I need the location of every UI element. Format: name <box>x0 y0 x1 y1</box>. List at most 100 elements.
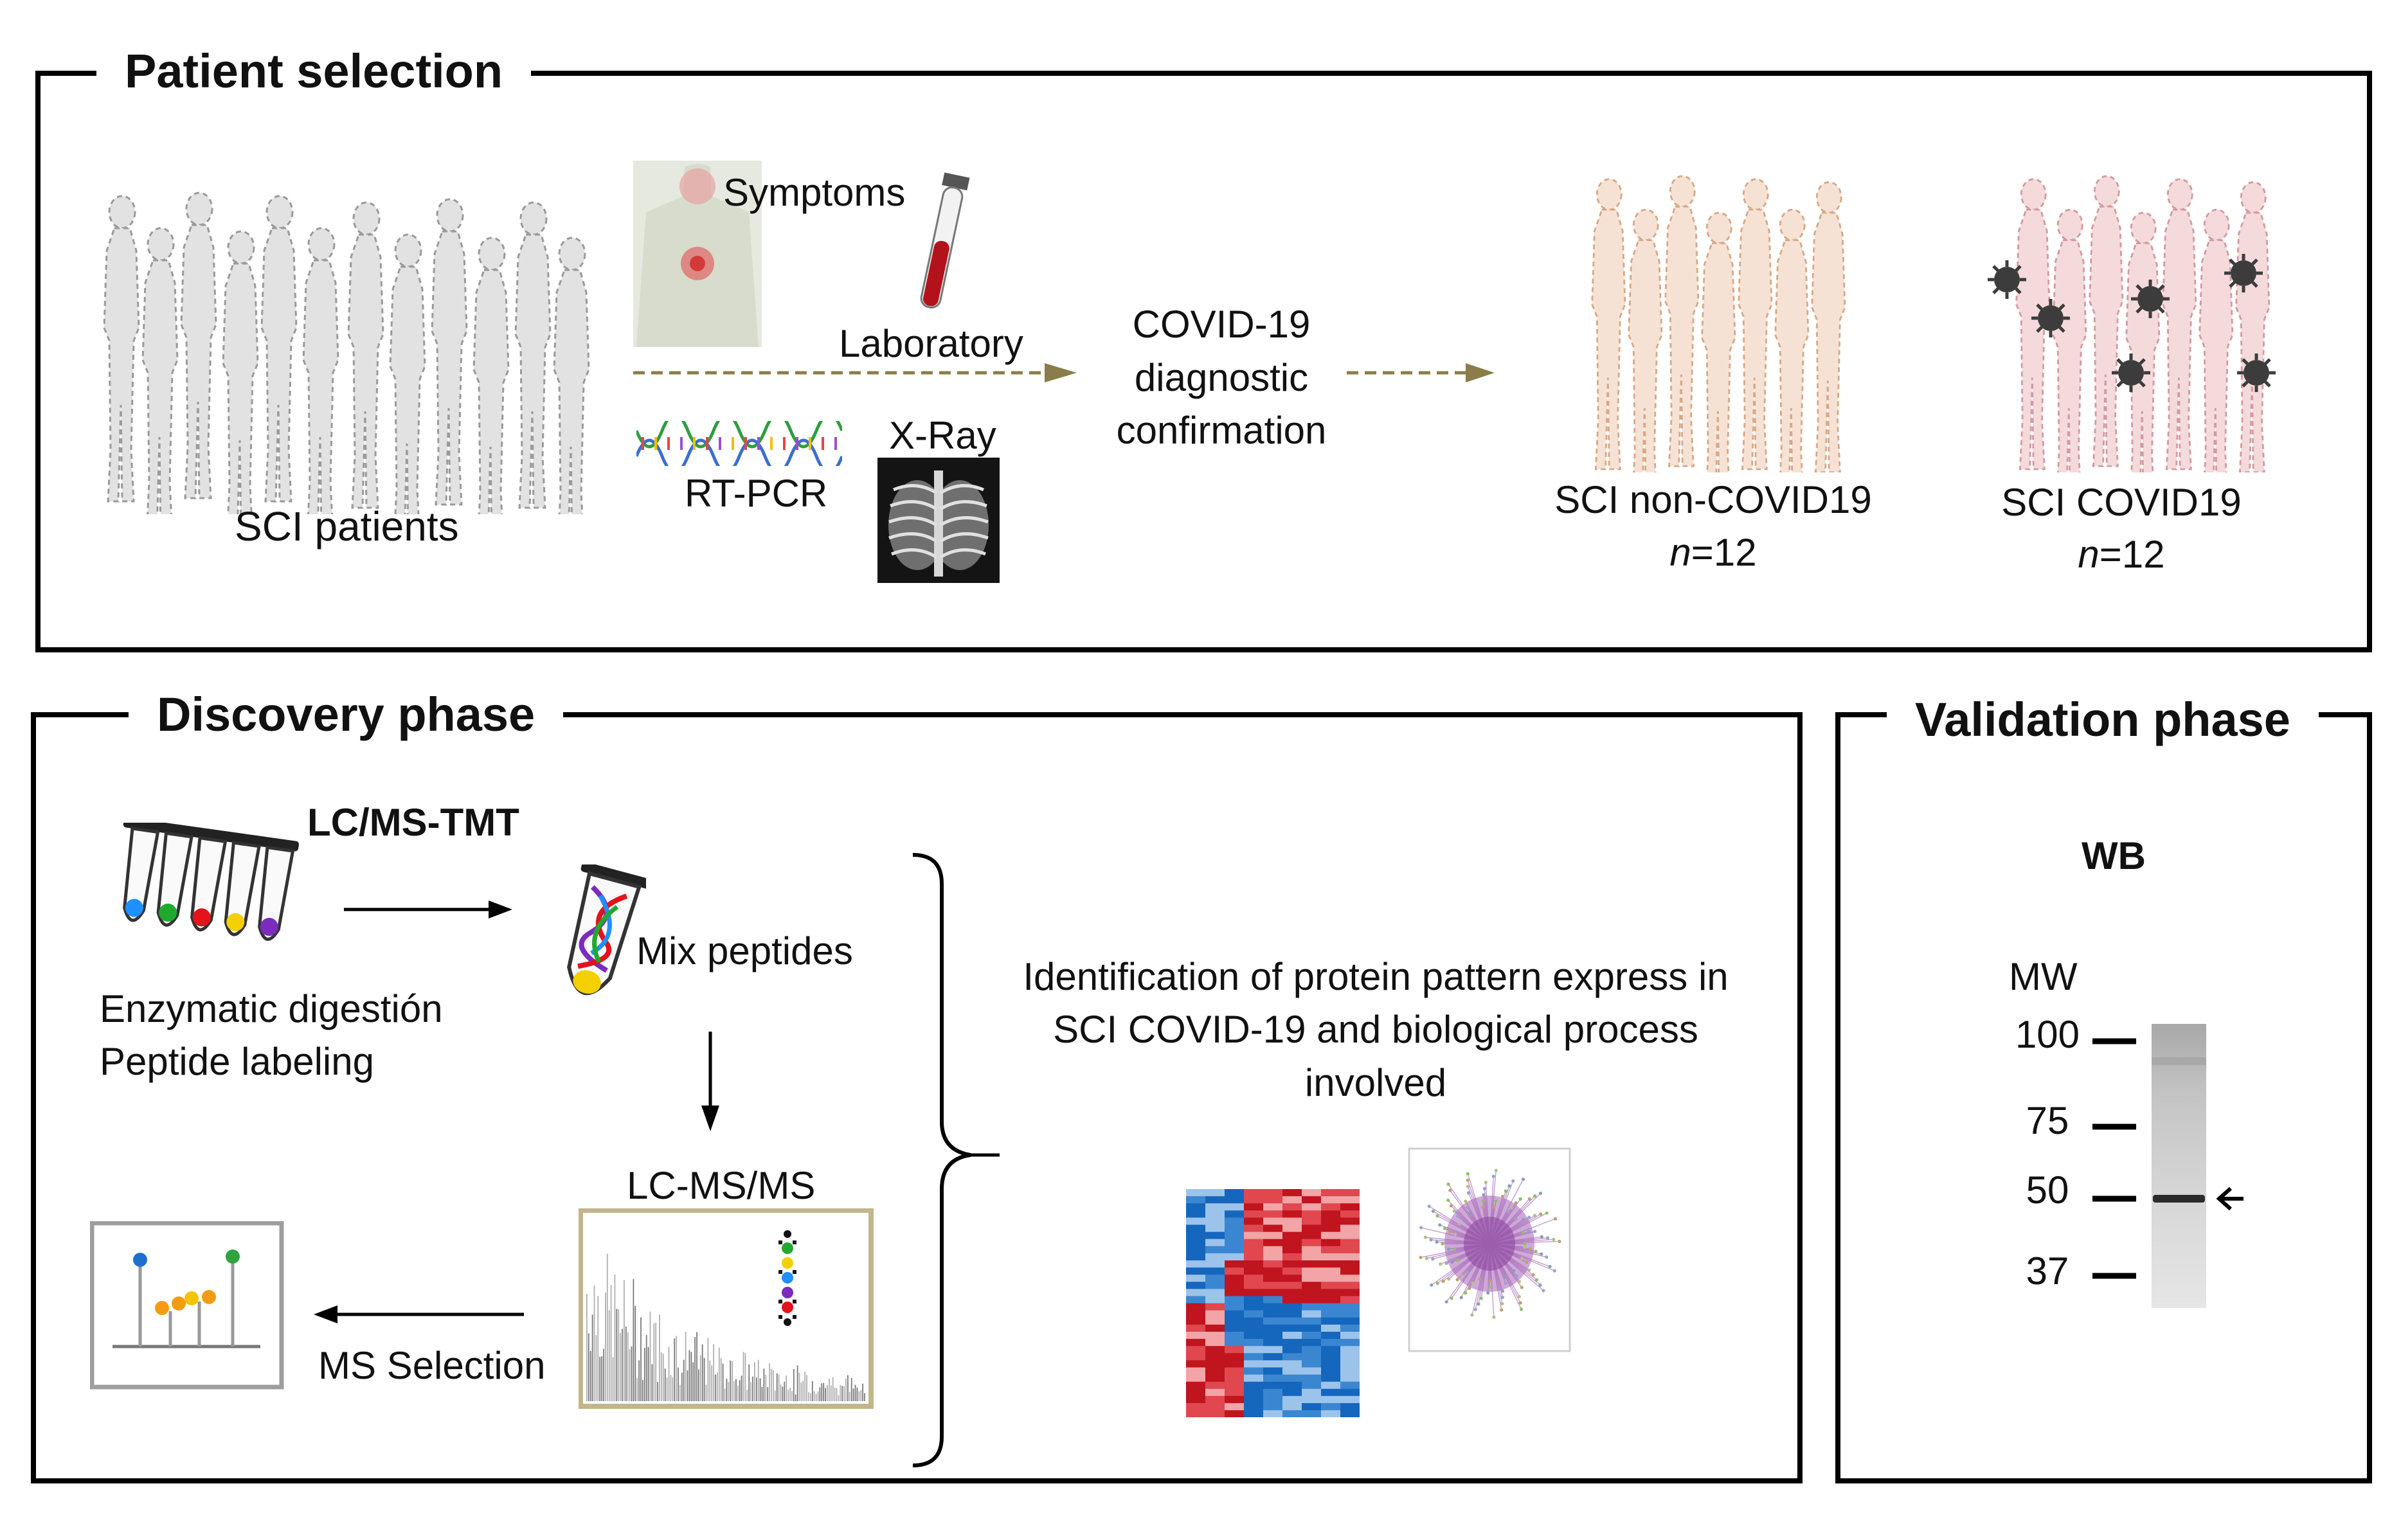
network-node <box>1431 1257 1435 1261</box>
spectrum-peak <box>603 1348 604 1401</box>
network-node <box>1545 1211 1549 1215</box>
heatmap-cell <box>1282 1275 1302 1282</box>
heatmap-cell <box>1263 1395 1282 1404</box>
identification-line-1: Identification of protein pattern expres… <box>1023 955 1729 998</box>
heatmap-cell <box>1244 1332 1263 1339</box>
summary-brace <box>912 853 1000 1467</box>
heatmap-cell <box>1321 1210 1340 1218</box>
heatmap-cell <box>1225 1210 1244 1218</box>
network-node <box>1500 1289 1504 1293</box>
heatmap-cell <box>1282 1239 1302 1247</box>
dashed-arrow-to-groups <box>1347 363 1495 382</box>
spectrum-peak <box>690 1352 692 1401</box>
spectrum-peak <box>597 1296 599 1401</box>
spectrum-peak <box>715 1374 716 1401</box>
network-node <box>1523 1242 1527 1246</box>
spectrum-peak <box>694 1337 696 1401</box>
spectrum-peak <box>683 1359 685 1401</box>
heatmap-cell <box>1321 1410 1340 1417</box>
spectrum-peak <box>670 1375 672 1401</box>
discovery-phase-title: Discovery phase <box>129 691 564 739</box>
network-node <box>1459 1296 1463 1300</box>
spectrum-peak <box>769 1363 770 1401</box>
spectrum-peak <box>679 1384 681 1401</box>
heatmap-cell <box>1225 1224 1244 1233</box>
laboratory-label: Laboratory <box>839 322 1023 365</box>
heatmap-cell <box>1340 1231 1360 1240</box>
spectrum-peak <box>741 1375 742 1401</box>
heatmap-cell <box>1302 1203 1321 1211</box>
heatmap-cell <box>1321 1388 1340 1397</box>
network-node <box>1465 1270 1469 1275</box>
network-node <box>1446 1247 1451 1251</box>
heatmap-cell <box>1225 1267 1244 1275</box>
heatmap-cell <box>1302 1296 1321 1304</box>
spectrum-peak <box>806 1375 807 1401</box>
heatmap-cell <box>1186 1296 1205 1304</box>
protein-network-image <box>1408 1147 1571 1352</box>
spectrum-peak <box>659 1314 660 1401</box>
sci-covid-group-illustration <box>1986 175 2295 472</box>
heatmap-cell <box>1263 1374 1282 1383</box>
heatmap-cell <box>1282 1403 1302 1411</box>
heatmap-cell <box>1225 1282 1244 1289</box>
spectrum-peak <box>608 1310 610 1401</box>
heatmap-cell <box>1205 1374 1225 1383</box>
heatmap-cell <box>1282 1367 1302 1375</box>
network-node <box>1435 1214 1439 1218</box>
heatmap-cell <box>1321 1381 1340 1390</box>
marker-50-label: 50 <box>2026 1168 2069 1212</box>
spectrum-peak <box>827 1385 828 1401</box>
heatmap-cell <box>1205 1289 1225 1296</box>
heatmap-cell <box>1263 1224 1282 1233</box>
heatmap-cell <box>1244 1282 1263 1289</box>
network-node <box>1539 1252 1543 1256</box>
spectrum-peak <box>804 1372 806 1401</box>
sci-non-covid-n: n=12 <box>1530 533 1896 572</box>
heatmap-cell <box>1340 1296 1360 1304</box>
network-node <box>1470 1313 1474 1317</box>
heatmap-cell <box>1282 1410 1302 1417</box>
network-node <box>1489 1279 1493 1283</box>
spectrum-peak <box>593 1285 595 1401</box>
network-node <box>1468 1286 1471 1290</box>
spectrum-peak <box>864 1393 865 1401</box>
spectrum-peak <box>841 1386 843 1401</box>
heatmap-cell <box>1340 1267 1360 1275</box>
heatmap-cell <box>1244 1217 1263 1225</box>
spectrum-peak <box>795 1394 796 1401</box>
spectrum-peak <box>800 1382 802 1401</box>
network-node <box>1456 1258 1460 1262</box>
spectrum-peak <box>817 1391 819 1401</box>
marker-37-label: 37 <box>2026 1249 2069 1293</box>
heatmap-cell <box>1282 1353 1302 1361</box>
western-blot-image <box>2092 1024 2244 1308</box>
heatmap-cell <box>1225 1324 1244 1332</box>
heatmap-cell <box>1282 1374 1302 1383</box>
spectrum-peak <box>843 1386 845 1401</box>
spectrum-peak <box>707 1338 709 1401</box>
heatmap-cell <box>1244 1253 1263 1261</box>
heatmap-cell <box>1282 1253 1302 1261</box>
network-node <box>1479 1296 1483 1300</box>
heatmap-cell <box>1205 1282 1225 1289</box>
heatmap-cell <box>1244 1353 1263 1361</box>
heatmap-cell <box>1205 1346 1225 1354</box>
ms-selection-label: MS Selection <box>318 1344 546 1387</box>
heatmap-cell <box>1205 1210 1225 1218</box>
network-node <box>1522 1217 1525 1221</box>
network-node <box>1453 1248 1457 1251</box>
network-node <box>1533 1230 1537 1233</box>
spectrum-peak <box>666 1377 668 1401</box>
heatmap-cell <box>1340 1282 1360 1289</box>
heatmap-cell <box>1263 1239 1282 1247</box>
network-node <box>1539 1212 1543 1216</box>
network-node <box>1531 1273 1535 1276</box>
spectrum-peak <box>645 1335 647 1401</box>
heatmap-cell <box>1340 1210 1360 1218</box>
network-node <box>1477 1302 1480 1306</box>
heatmap-cell <box>1302 1360 1321 1368</box>
spectrum-peak <box>829 1378 830 1401</box>
spectrum-peak <box>601 1356 602 1401</box>
network-node <box>1500 1194 1504 1198</box>
